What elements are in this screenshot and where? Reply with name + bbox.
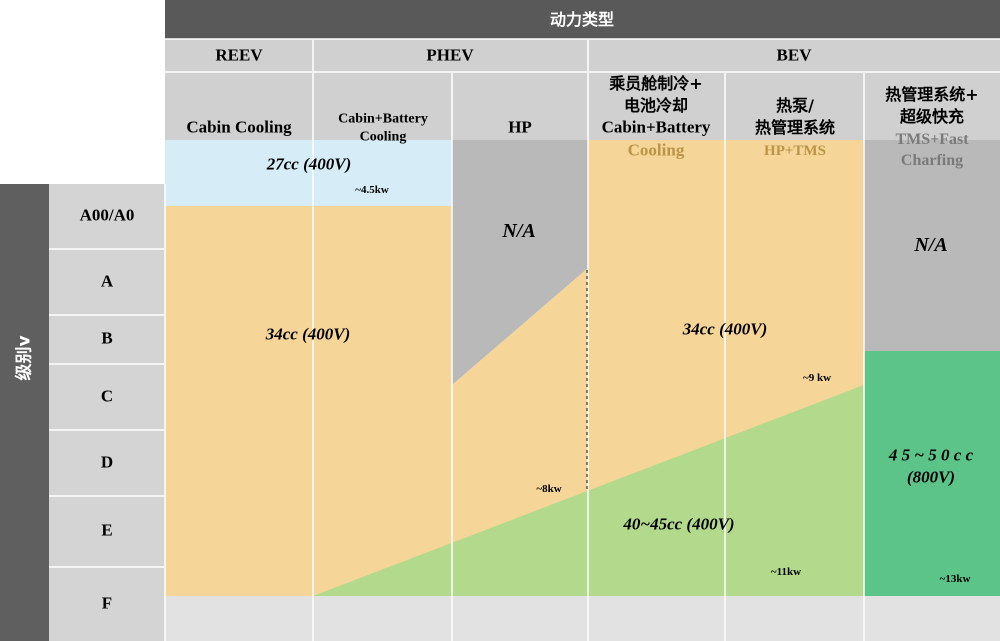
power-9kw: ~9 kw bbox=[802, 371, 832, 384]
label-27cc: 27cc (400V) bbox=[266, 154, 352, 174]
row-label-d: D bbox=[100, 452, 114, 472]
col-bev-cooling-en2: Cooling bbox=[627, 140, 685, 160]
label-na-tms: N/A bbox=[914, 234, 948, 256]
region-34cc-left bbox=[165, 206, 313, 596]
row-label-c: C bbox=[100, 386, 114, 406]
title-bar bbox=[165, 0, 1000, 39]
row-label-e: E bbox=[101, 520, 113, 540]
label-na-hp: N/A bbox=[502, 220, 536, 242]
side-title: 级别v bbox=[14, 335, 35, 381]
col-tms-cn1: 热管理系统+ bbox=[885, 85, 979, 105]
col-tms-en1: TMS+Fast bbox=[895, 131, 969, 149]
col-phev-cooling: Cooling bbox=[359, 129, 407, 145]
header-title: 动力类型 bbox=[549, 10, 615, 30]
region-45-50cc bbox=[864, 351, 1000, 596]
bottom-strip bbox=[165, 596, 1000, 641]
group-bev: BEV bbox=[776, 45, 812, 65]
row-label-b: B bbox=[101, 328, 113, 348]
group-phev: PHEV bbox=[426, 45, 474, 65]
row-label-a: A bbox=[100, 271, 114, 291]
col-reev-cabin-cooling: Cabin Cooling bbox=[186, 117, 292, 137]
label-45-50cc: 4 5 ~ 5 0 c c bbox=[888, 445, 974, 465]
col-bev-hp-cn2: 热管理系统 bbox=[754, 118, 836, 138]
col-phev-cabin-battery: Cabin+Battery bbox=[338, 111, 428, 127]
col-bev-cooling-cn2: 电池冷却 bbox=[623, 96, 689, 116]
power-8kw: ~8kw bbox=[536, 482, 562, 495]
power-4-5kw: ~4.5kw bbox=[355, 183, 389, 196]
col-bev-hp-en: HP+TMS bbox=[764, 142, 826, 159]
region-hp-na bbox=[452, 206, 588, 385]
label-34cc-bev: 34cc (400V) bbox=[682, 319, 768, 339]
power-11kw: ~11kw bbox=[770, 565, 802, 578]
power-13kw: ~13kw bbox=[939, 572, 971, 585]
side-bar bbox=[0, 184, 49, 641]
label-800v: (800V) bbox=[906, 467, 956, 487]
row-label-f: F bbox=[101, 593, 113, 613]
col-tms-cn2: 超级快充 bbox=[899, 107, 965, 127]
region-34cc-phev bbox=[313, 206, 452, 596]
row-labels-bg bbox=[49, 184, 165, 641]
group-reev: REEV bbox=[215, 45, 263, 65]
region-27cc-blue bbox=[165, 140, 452, 206]
region-hp-gray-top bbox=[452, 140, 588, 206]
col-bev-cooling-cn1: 乘员舱制冷+ bbox=[609, 74, 703, 94]
col-tms-en2: Charfing bbox=[900, 152, 964, 170]
region-tms-na bbox=[864, 140, 1000, 351]
row-label-a00-a0: A00/A0 bbox=[79, 205, 135, 225]
label-34cc-left: 34cc (400V) bbox=[265, 324, 351, 344]
label-40-45cc: 40~45cc (400V) bbox=[623, 514, 735, 534]
col-bev-cooling-en1: Cabin+Battery bbox=[601, 117, 711, 137]
grid-lines bbox=[49, 38, 1000, 641]
col-phev-hp: HP bbox=[508, 117, 532, 137]
col-bev-hp-cn1: 热泵/ bbox=[776, 96, 814, 116]
